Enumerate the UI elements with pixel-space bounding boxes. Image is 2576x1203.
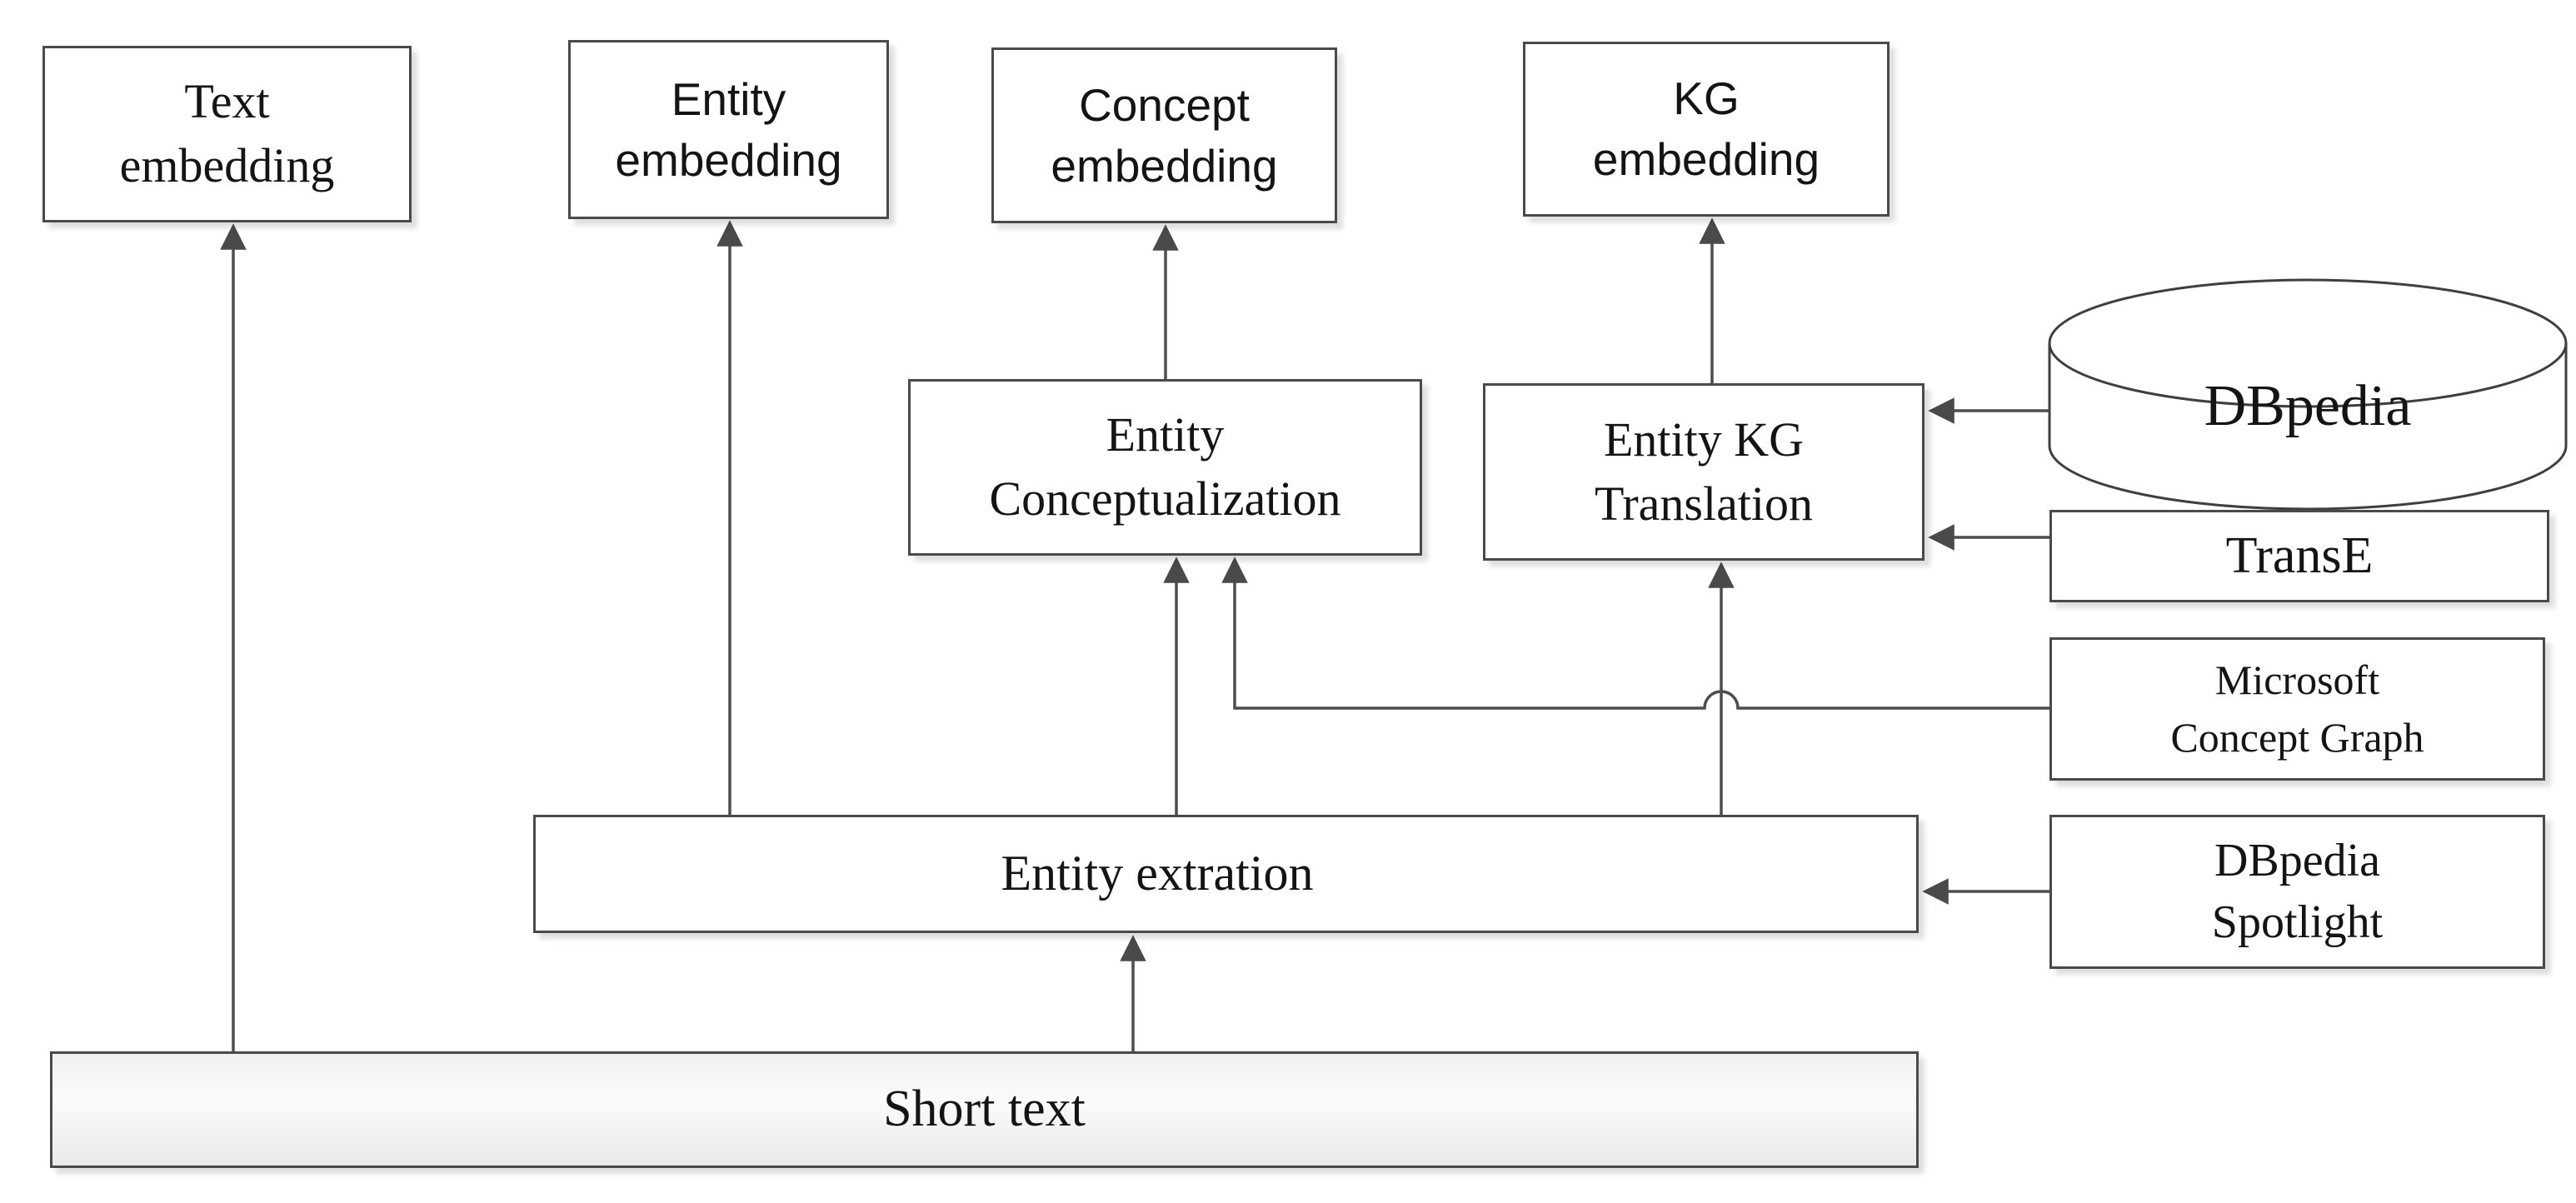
node-kg-embedding: KG embedding (1523, 42, 1890, 217)
node-short-text: Short text (50, 1051, 1919, 1168)
arrow-microsoft-concept-graph-to-entity-conceptualization (1221, 557, 2049, 710)
node-concept-embedding: Concept embedding (991, 47, 1337, 223)
node-dbpedia-label: DBpedia (2204, 373, 2412, 438)
node-text-embedding: Text embedding (42, 46, 412, 222)
node-entity-conceptualization: Entity Conceptualization (908, 379, 1422, 556)
node-entity-extraction: Entity extration (533, 815, 1919, 933)
node-dbpedia-spotlight: DBpedia Spotlight (2049, 815, 2545, 969)
node-entity-kg-translation: Entity KG Translation (1483, 383, 1925, 561)
node-transe: TransE (2049, 510, 2549, 602)
node-entity-embedding: Entity embedding (568, 40, 889, 219)
node-microsoft-concept-graph: Microsoft Concept Graph (2049, 637, 2545, 781)
